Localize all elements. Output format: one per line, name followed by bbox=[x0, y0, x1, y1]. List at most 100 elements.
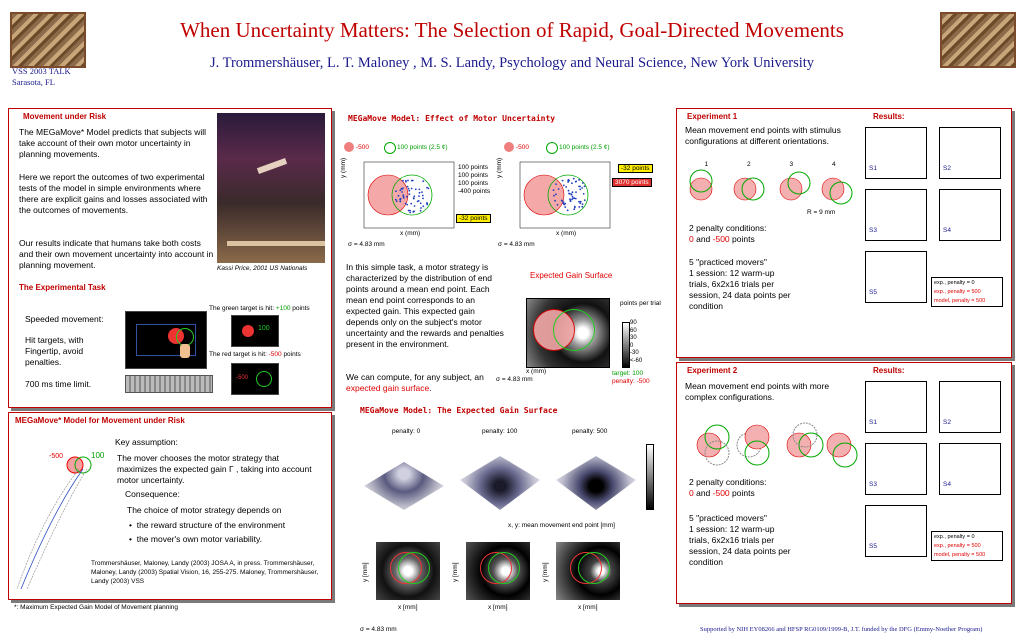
target-value: target: 100 bbox=[612, 370, 644, 377]
movement-risk-p1: The MEGaMove* Model predicts that subjec… bbox=[19, 127, 207, 159]
egs-xlabel: x (mm) bbox=[526, 368, 547, 375]
scatter-xlabel-2: x (mm) bbox=[556, 230, 577, 237]
funding-note: Supported by NIH EY08266 and HFSP RG0109… bbox=[700, 626, 983, 633]
points-line-3: 100 points bbox=[458, 180, 488, 187]
endpoint-dot bbox=[402, 194, 405, 196]
endpoint-dot bbox=[401, 191, 403, 193]
egs-title: Expected Gain Surface bbox=[530, 271, 613, 280]
neg32-badge-2: -32 points bbox=[618, 164, 653, 173]
endpoint-dot bbox=[408, 189, 411, 192]
endpoint-dot bbox=[416, 200, 419, 203]
task-screen-display bbox=[125, 311, 207, 369]
exp1-heading: Experiment 1 bbox=[687, 112, 738, 121]
radius-label: R = 9 mm bbox=[807, 209, 836, 216]
legend-green-label-2: 100 points (2.5 ¢) bbox=[559, 144, 610, 151]
endpoint-dot bbox=[554, 199, 556, 202]
exp1-legend-1: exp., penalty = 0 bbox=[934, 280, 975, 286]
exp1-s4: S4 bbox=[943, 227, 951, 234]
endpoint-dot bbox=[557, 188, 560, 190]
exp1-s3: S3 bbox=[869, 227, 877, 234]
endpoint-dot bbox=[573, 208, 576, 211]
egs-heatmap bbox=[526, 298, 610, 368]
heatmap-penalty-0 bbox=[376, 542, 440, 600]
chooses-strategy: The mover chooses the motor strategy tha… bbox=[117, 453, 312, 485]
hm-ylabel-3: y [mm] bbox=[542, 562, 549, 583]
endpoint-dot bbox=[564, 206, 567, 208]
endpoint-dot bbox=[583, 199, 586, 202]
screen-frame bbox=[136, 324, 196, 356]
endpoint-dot bbox=[395, 200, 398, 203]
endpoint-dot bbox=[555, 183, 557, 185]
endpoint-dot bbox=[404, 202, 407, 205]
exp1-session: 1 session: 12 warm-up trials, 6x2x16 tri… bbox=[689, 268, 791, 311]
bullet-reward: • the reward structure of the environmen… bbox=[129, 520, 286, 530]
endpoint-dot bbox=[556, 204, 559, 206]
endpoint-dot bbox=[571, 182, 573, 185]
endpoint-dot bbox=[422, 180, 425, 183]
bullet-variability: • the mover's own motor variability. bbox=[129, 534, 262, 544]
exp2-session: 1 session: 12 warm-up trials, 6x2x16 tri… bbox=[689, 524, 791, 567]
exp1-config-numbers: 1 2 3 4 bbox=[685, 161, 855, 168]
exp1-desc: Mean movement end points with stimulus c… bbox=[685, 125, 841, 146]
surface-heading: MEGaMove Model: The Expected Gain Surfac… bbox=[360, 406, 558, 415]
points-line-1: 100 points bbox=[458, 164, 488, 171]
megamove-model-heading: MEGaMove* Model for Movement under Risk bbox=[15, 416, 185, 425]
cbar-tick-1: 90 bbox=[630, 320, 637, 326]
legend-green-dot-1 bbox=[384, 142, 396, 154]
conference-info: VSS 2003 TALK Sarasota, FL bbox=[12, 66, 71, 88]
endpoint-dot bbox=[578, 206, 581, 208]
megamove-model-panel: MEGaMove* Model for Movement under Risk … bbox=[8, 412, 332, 600]
exp2-configurations bbox=[696, 422, 858, 468]
legend-green-label-1: 100 points (2.5 ¢) bbox=[397, 144, 448, 151]
exp1-legend-3: model, penalty = 500 bbox=[934, 298, 986, 304]
endpoint-dot bbox=[561, 199, 564, 202]
exp1-results-grid: S1 S2 S3 S4 S5 exp., penalty = 0 exp., p… bbox=[857, 127, 1007, 337]
endpoint-dot bbox=[571, 195, 574, 198]
finger-icon bbox=[180, 344, 190, 358]
exp2-legend-3: model, penalty = 500 bbox=[934, 552, 986, 558]
gymnast-photo bbox=[217, 113, 325, 263]
exp2-plot-s3 bbox=[865, 443, 927, 495]
exp2-practiced: 5 "practiced movers" bbox=[689, 513, 767, 523]
compute-text: We can compute, for any subject, an expe… bbox=[346, 372, 484, 393]
exp2-legend: exp., penalty = 0 exp., penalty = 500 mo… bbox=[931, 531, 1003, 561]
keyboard-image bbox=[125, 375, 213, 393]
endpoint-dot bbox=[569, 200, 572, 203]
exp1-plot-s1 bbox=[865, 127, 927, 179]
experimental-task-heading: The Experimental Task bbox=[19, 283, 106, 292]
endpoint-dot bbox=[555, 193, 557, 196]
hm2-green bbox=[578, 552, 610, 584]
endpoint-dot bbox=[395, 190, 397, 193]
movement-risk-p2: Here we report the outcomes of two exper… bbox=[19, 172, 208, 215]
key-assumption: Key assumption: bbox=[115, 437, 178, 447]
trajectory-diagram bbox=[16, 456, 92, 590]
exp1-results: Results: bbox=[873, 112, 905, 121]
endpoint-dot bbox=[407, 187, 410, 190]
surface-3d-penalty-500 bbox=[556, 456, 636, 510]
endpoint-dot bbox=[406, 203, 409, 206]
endpoint-dot bbox=[402, 195, 405, 198]
model-minus500: -500 bbox=[49, 453, 64, 460]
speeded-movement-label: Speeded movement: bbox=[25, 314, 104, 324]
scatter-ylabel-1: y (mm) bbox=[340, 157, 347, 178]
endpoint-dot bbox=[406, 195, 408, 198]
heatmap-penalty-500 bbox=[556, 542, 620, 600]
exp1-plot-s5 bbox=[865, 251, 927, 303]
endpoint-dot bbox=[426, 186, 428, 189]
endpoint-dot bbox=[583, 185, 586, 188]
endpoint-dot bbox=[572, 177, 575, 180]
cbar-tick-3: 30 bbox=[630, 335, 637, 341]
left-logo-image bbox=[10, 12, 86, 68]
poster-title: When Uncertainty Matters: The Selection … bbox=[180, 18, 844, 42]
endpoint-dot bbox=[581, 205, 584, 208]
hm1-green bbox=[488, 552, 520, 584]
surface-colorbar bbox=[646, 444, 654, 510]
endpoint-dot bbox=[567, 181, 569, 183]
endpoint-dot bbox=[406, 185, 409, 188]
endpoint-dot bbox=[574, 180, 577, 183]
exp2-s5: S5 bbox=[869, 543, 877, 550]
exp1-plot-s2 bbox=[939, 127, 1001, 179]
endpoint-dot bbox=[581, 203, 584, 205]
references: Trommershäuser, Maloney, Landy (2003) JO… bbox=[91, 560, 319, 585]
endpoint-dot bbox=[418, 195, 420, 197]
